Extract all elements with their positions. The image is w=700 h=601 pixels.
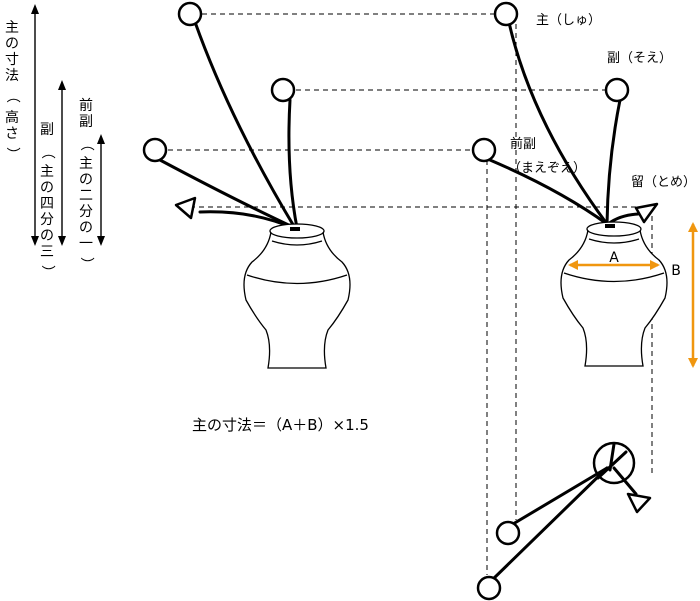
soe-stem-side [605, 98, 622, 226]
dimension-a-label: A [609, 250, 619, 266]
maezoe-ratio-char: ） [78, 257, 94, 271]
maezoe-stem [158, 158, 297, 230]
soe-ratio-char: 三 [40, 244, 54, 260]
soe-ratio-char: 主 [40, 164, 54, 180]
shu-label: 主（しゅ） [536, 13, 601, 28]
soe-ratio-char: ） [39, 265, 55, 279]
maezoe-ratio-char: の [79, 172, 93, 188]
shu-stem-side [506, 16, 609, 226]
maezoe-ratio-label: 前 副 （ 主 の 二 分 の 一 ） [78, 97, 94, 271]
shu-height-arrowhead-bottom [31, 236, 39, 246]
shu-height-arrowhead-top [31, 4, 39, 14]
soe-height-arrowhead-bottom [58, 236, 66, 246]
shu-height-char: 法 [5, 68, 19, 84]
maezoe-stem-side [488, 158, 609, 226]
vase-front [243, 223, 351, 369]
height-formula: 主の寸法＝（A＋B）×1.5 [192, 416, 369, 434]
maezoe-label-line1: 前副 [510, 136, 536, 152]
maezoe-ratio-char: 副 [79, 114, 93, 130]
soe-height-arrowhead-top [58, 80, 66, 90]
tome-top-triangle [626, 492, 652, 514]
maezoe-ratio-char: 分 [79, 204, 93, 220]
vase-side [560, 221, 668, 367]
soe-ratio-label: 副 （ 主 の 四 分 の 三 ） [39, 122, 55, 279]
tome-triangle [174, 196, 197, 220]
maezoe-label-line2: （まえぞえ） [508, 161, 586, 176]
shu-height-char: 寸 [5, 52, 19, 68]
soe-ratio-char: 分 [40, 212, 54, 228]
shu-height-char: （ [4, 89, 20, 103]
maezoe-ratio-char: の [79, 220, 93, 236]
top-view-arrangement [476, 441, 652, 601]
shu-circle [177, 1, 203, 27]
dimension-b-label: B [671, 263, 681, 279]
maezoe-height-arrowhead-top [97, 134, 105, 144]
front-view-arrangement [142, 1, 351, 369]
shu-height-char: 主 [5, 20, 19, 36]
tome-label: 留（とめ） [631, 175, 696, 190]
kenzan-circle [592, 441, 636, 485]
maezoe-top-stem [488, 466, 609, 584]
shu-stem [193, 20, 297, 230]
soe-label: 副（そえ） [607, 51, 672, 66]
shu-height-char: ） [4, 147, 20, 161]
soe-stem [287, 98, 299, 230]
maezoe-ratio-char: 前 [79, 97, 93, 114]
shu-circle-side [493, 1, 519, 27]
shu-top-stem [506, 466, 609, 529]
shu-height-char: の [5, 36, 19, 52]
tome-triangle-side [634, 202, 659, 224]
shu-top-circle [495, 520, 521, 546]
maezoe-ratio-char: 一 [79, 236, 93, 252]
soe-ratio-char: 四 [40, 196, 54, 212]
shu-height-label: 主 の 寸 法 （ 高 さ ） [4, 20, 20, 161]
soe-ratio-char: の [40, 180, 54, 196]
soe-ratio-char: （ [39, 145, 55, 159]
dimension-a: A [568, 250, 660, 270]
guide-lines [168, 13, 653, 575]
shu-height-char: 高 [5, 109, 19, 126]
maezoe-circle-side [471, 137, 497, 163]
soe-ratio-char: 副 [40, 122, 54, 138]
height-legend: 主 の 寸 法 （ 高 さ ） 副 （ 主 の 四 分 の 三 ） 前 [4, 4, 105, 279]
maezoe-circle [142, 137, 168, 163]
side-view-arrangement: A B [471, 1, 698, 368]
maezoe-height-arrowhead-bottom [97, 236, 105, 246]
shu-height-char: さ [5, 126, 19, 142]
maezoe-ratio-char: （ [78, 137, 94, 151]
soe-circle [270, 77, 296, 103]
soe-circle-side [604, 77, 630, 103]
maezoe-ratio-char: 二 [79, 188, 93, 204]
soe-ratio-char: の [40, 228, 54, 244]
maezoe-top-circle [476, 575, 502, 601]
maezoe-ratio-char: 主 [79, 156, 93, 172]
dimension-b: B [671, 222, 698, 368]
